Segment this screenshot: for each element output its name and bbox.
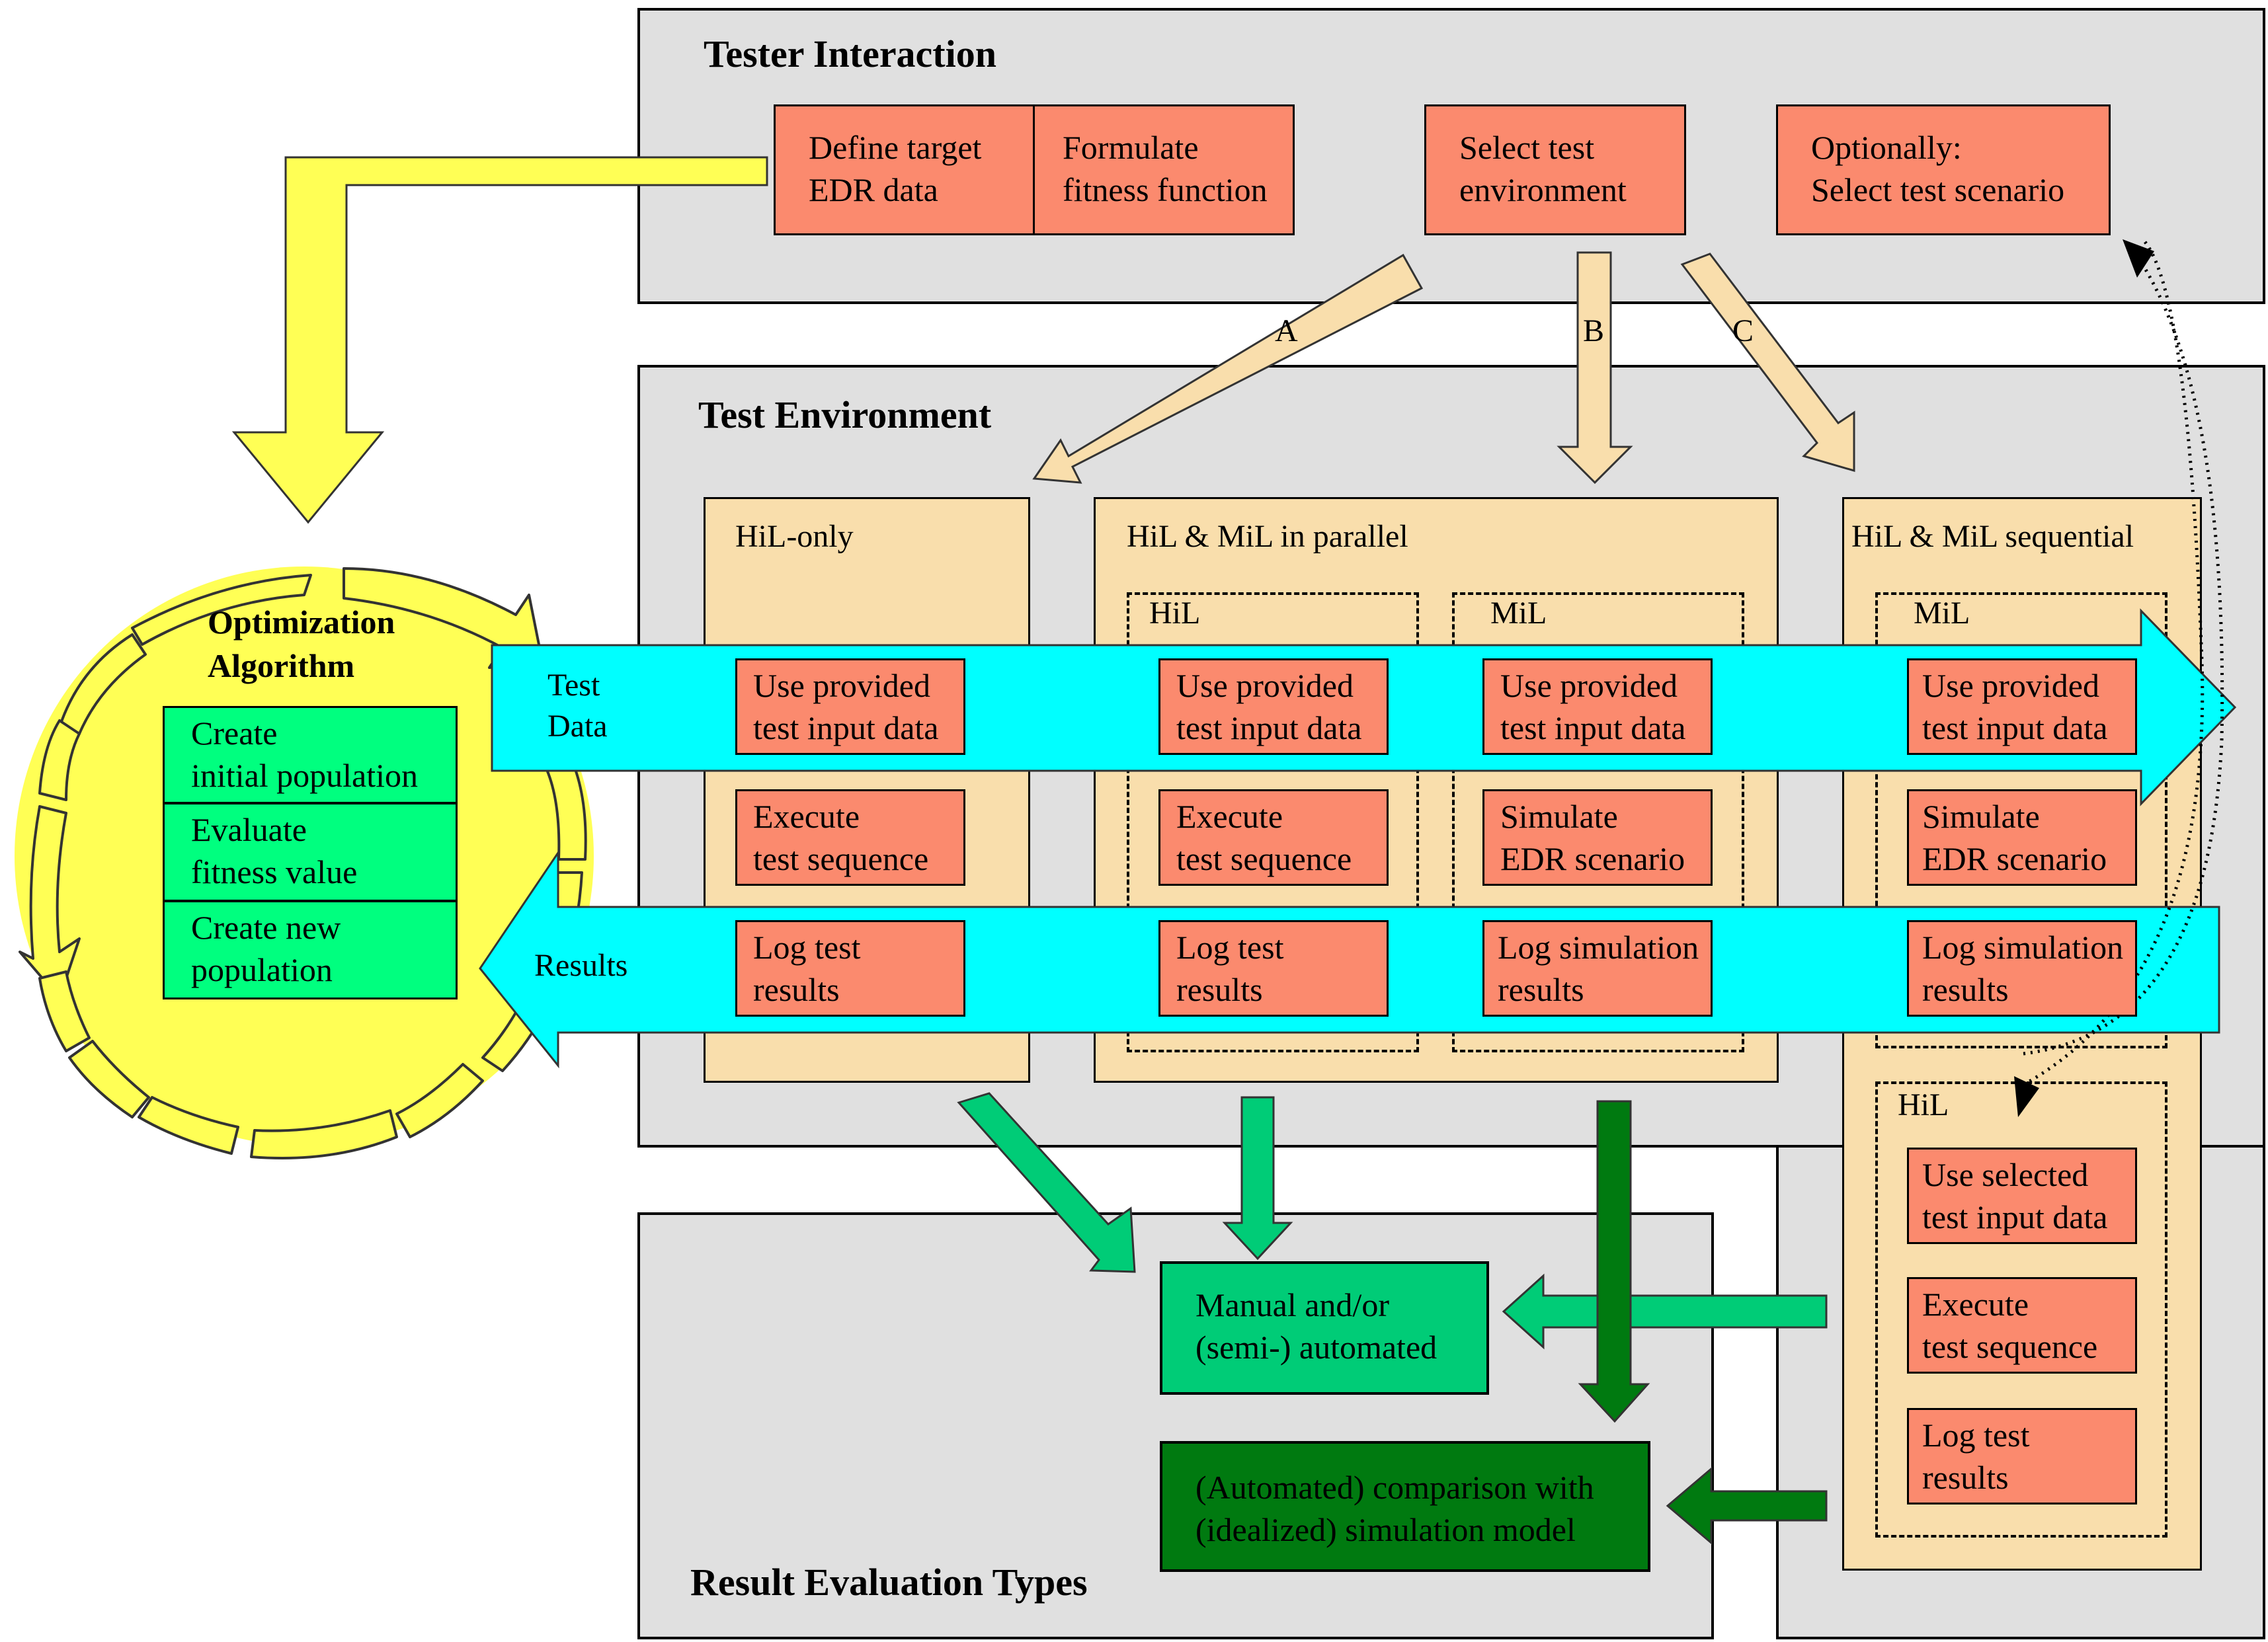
test-environment-title: Test Environment <box>698 393 992 436</box>
yellow-arrow <box>231 156 768 524</box>
hil-only-step-log: Log test results <box>735 920 965 1017</box>
sequential-mil-step-simulate: Simulate EDR scenario <box>1907 789 2137 886</box>
sequential-mil-step-use-data: Use provided test input data <box>1907 658 2137 755</box>
arrow-b <box>1557 251 1633 485</box>
parallel-hil-group <box>1127 592 1419 1052</box>
opt-step-create-new: Create new population <box>163 900 458 999</box>
green-arrow-sequential <box>1502 1273 1828 1350</box>
choice-c-label: C <box>1732 313 1754 348</box>
sequential-mil-group <box>1875 592 2167 1048</box>
dark-arrow-sequential <box>1666 1466 1828 1545</box>
sequential-mil-step-log: Log simulation results <box>1907 920 2137 1017</box>
parallel-hil-step-use-data: Use provided test input data <box>1158 658 1389 755</box>
tester-interaction-title: Tester Interaction <box>704 32 996 75</box>
optimization-title: Optimization Algorithm <box>208 604 395 684</box>
results-label: Results <box>534 948 628 983</box>
parallel-mil-step-use-data: Use provided test input data <box>1482 658 1713 755</box>
dotted-arrow-head-hil <box>2014 1076 2039 1117</box>
dotted-arrow-head-scenario <box>2123 239 2154 278</box>
arrow-c <box>1680 253 1855 472</box>
opt-step-evaluate: Evaluate fitness value <box>163 802 458 902</box>
result-evaluation-title: Result Evaluation Types <box>690 1561 1088 1604</box>
choice-a-label: A <box>1275 313 1298 348</box>
select-scenario-box: Optionally: Select test scenario <box>1776 104 2111 235</box>
arrow-a <box>1032 253 1424 484</box>
hil-only-title: HiL-only <box>735 519 854 554</box>
parallel-mil-step-simulate: Simulate EDR scenario <box>1482 789 1713 886</box>
green-arrow-parallel <box>1222 1096 1293 1261</box>
sequential-hil-label: HiL <box>1898 1087 1949 1122</box>
parallel-mil-step-log: Log simulation results <box>1482 920 1713 1017</box>
parallel-title: HiL & MiL in parallel <box>1127 519 1408 554</box>
formulate-fitness-box: Formulate fitness function <box>1033 104 1295 235</box>
parallel-mil-group <box>1452 592 1744 1052</box>
parallel-hil-step-execute: Execute test sequence <box>1158 789 1389 886</box>
sequential-hil-step-execute: Execute test sequence <box>1907 1277 2137 1374</box>
sequential-hil-step-log: Log test results <box>1907 1408 2137 1505</box>
parallel-hil-label: HiL <box>1149 596 1201 631</box>
dotted-arrow-to-scenario <box>2023 256 2224 1056</box>
sequential-mil-label: MiL <box>1914 596 1970 631</box>
opt-step-create-initial: Create initial population <box>163 706 458 804</box>
hil-only-step-use-data: Use provided test input data <box>735 658 965 755</box>
test-data-label: Test Data <box>547 668 608 744</box>
select-environment-box: Select test environment <box>1424 104 1686 235</box>
parallel-hil-step-log: Log test results <box>1158 920 1389 1017</box>
choice-b-label: B <box>1583 313 1605 348</box>
define-target-box: Define target EDR data <box>774 104 1035 235</box>
sequential-title: HiL & MiL sequential <box>1851 519 2134 554</box>
hil-only-step-execute: Execute test sequence <box>735 789 965 886</box>
manual-evaluation-box: Manual and/or (semi-) automated <box>1160 1261 1489 1395</box>
automated-comparison-box: (Automated) comparison with (idealized) … <box>1160 1441 1650 1572</box>
green-arrow-hil-only <box>957 1092 1136 1273</box>
sequential-hil-step-use-data: Use selected test input data <box>1907 1148 2137 1244</box>
dark-arrow-parallel <box>1578 1100 1650 1423</box>
parallel-mil-label: MiL <box>1490 596 1547 631</box>
